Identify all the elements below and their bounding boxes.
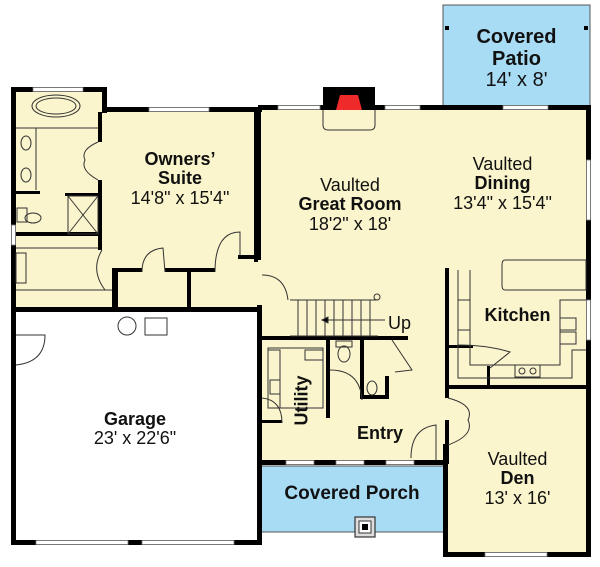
bath-fixtures bbox=[15, 94, 112, 291]
room-label-kitchen: Kitchen bbox=[475, 305, 560, 325]
room-label-garage: Garage 23' x 22'6" bbox=[60, 409, 210, 449]
patio-post-icon bbox=[445, 26, 449, 30]
room-label-owners-suite: Owners’ Suite 14'8" x 15'4" bbox=[110, 149, 250, 208]
garage-floor bbox=[14, 312, 258, 542]
room-label-covered-patio: Covered Patio 14' x 8' bbox=[444, 26, 589, 92]
room-name: Covered Porch bbox=[284, 483, 420, 504]
stairs-up-label: Up bbox=[388, 313, 412, 333]
water-heater-icon bbox=[117, 316, 168, 336]
room-label-den: Vaulted Den 13' x 16' bbox=[455, 449, 580, 508]
room-size: 18'2" x 18' bbox=[308, 213, 392, 234]
room-name: Den bbox=[500, 468, 535, 489]
room-size: 13'4" x 15'4" bbox=[453, 192, 552, 213]
interior-floor bbox=[14, 90, 588, 555]
room-label-dining: Vaulted Dining 13'4" x 15'4" bbox=[440, 154, 565, 213]
room-size: 14' x 8' bbox=[485, 69, 548, 92]
utility-fixtures bbox=[267, 347, 324, 409]
room-name: Garage bbox=[103, 409, 167, 429]
room-name: Dining bbox=[474, 173, 531, 194]
fireplace-icon bbox=[322, 87, 376, 131]
room-label-entry: Entry bbox=[345, 423, 415, 443]
room-name: Suite bbox=[157, 168, 202, 189]
porch-column-icon bbox=[354, 516, 376, 538]
room-name: Patio bbox=[492, 47, 541, 70]
room-name: Covered bbox=[476, 26, 557, 48]
room-prefix: Vaulted bbox=[472, 154, 533, 174]
room-name: Kitchen bbox=[484, 305, 551, 325]
room-label-covered-porch: Covered Porch bbox=[258, 483, 446, 505]
room-prefix: Vaulted bbox=[487, 449, 548, 469]
room-label-utility: Utility bbox=[291, 375, 312, 426]
room-label-great-room: Vaulted Great Room 18'2" x 18' bbox=[270, 175, 430, 234]
patio-post-icon bbox=[584, 26, 588, 30]
kitchen-counters bbox=[457, 259, 587, 379]
covered-patio-area bbox=[442, 4, 591, 109]
room-size: 13' x 16' bbox=[484, 487, 551, 508]
interior-walls bbox=[16, 110, 588, 464]
windows bbox=[11, 87, 591, 557]
room-name: Great Room bbox=[298, 194, 402, 215]
room-name: Entry bbox=[356, 423, 403, 443]
stairs[interactable] bbox=[290, 293, 385, 337]
room-prefix: Vaulted bbox=[320, 175, 380, 195]
room-name: Owners’ bbox=[144, 149, 216, 169]
room-size: 14'8" x 15'4" bbox=[130, 187, 230, 208]
room-size: 23' x 22'6" bbox=[93, 428, 177, 449]
door-swings bbox=[15, 141, 512, 460]
powder-room-fixtures bbox=[335, 340, 378, 396]
